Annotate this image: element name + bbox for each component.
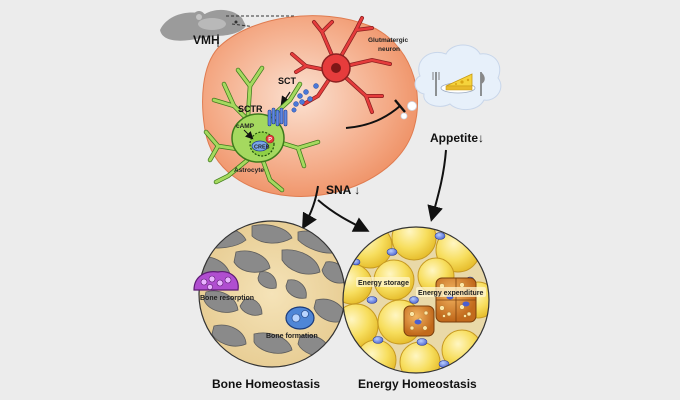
- sna-to-bone-arrow: [302, 185, 319, 230]
- sct-label: SCT: [278, 76, 297, 86]
- vmh-label: VMH: [193, 33, 220, 47]
- energy-expenditure-label-bg: [416, 287, 486, 297]
- sct-vesicles: [291, 83, 319, 113]
- phospho-label: P: [268, 137, 272, 143]
- appetite-to-energy-arrow: [427, 149, 447, 222]
- creb-protein: [251, 140, 269, 152]
- camp-label: cAMP: [236, 123, 255, 130]
- sctr-label: SCTR: [238, 104, 263, 114]
- bone-homeostasis-title: Bone Homeostasis: [212, 377, 320, 391]
- sna-label: SNA ↓: [326, 183, 360, 197]
- adipose-tissue-illustration: [342, 226, 490, 374]
- phospho-badge: [265, 134, 275, 144]
- sctr-receptor-icon: [267, 107, 288, 127]
- astrocyte-cell: [203, 65, 321, 193]
- sna-to-energy-arrow: [317, 199, 370, 232]
- energy-storage-label-bg: [356, 277, 410, 287]
- glutamatergic-neuron-label: Glutmatergic neuron: [368, 37, 410, 53]
- bone-resorption-label: Bone resorption: [200, 295, 254, 302]
- glutamatergic-neuron: [290, 16, 392, 114]
- osteoblast-cell: [285, 306, 315, 330]
- osteoclast-cell: [193, 271, 239, 291]
- energy-homeostasis-title: Energy Homeostasis: [358, 377, 477, 391]
- energy-storage-label: Energy storage: [358, 280, 409, 287]
- bone-tissue-illustration: [193, 220, 346, 368]
- creb-label: CREB: [254, 145, 270, 151]
- energy-expenditure-label: Energy expenditure: [418, 290, 483, 297]
- mouse-brain-icon: [160, 9, 246, 41]
- appetite-label: Appetite↓: [430, 131, 484, 145]
- astrocyte-label: Astrocyte: [234, 167, 264, 174]
- bone-formation-label: Bone formation: [266, 333, 318, 340]
- cheese-plate-icon: [400, 44, 502, 120]
- inhibition-arrow: [345, 105, 401, 129]
- inhibition-bar: [394, 99, 406, 113]
